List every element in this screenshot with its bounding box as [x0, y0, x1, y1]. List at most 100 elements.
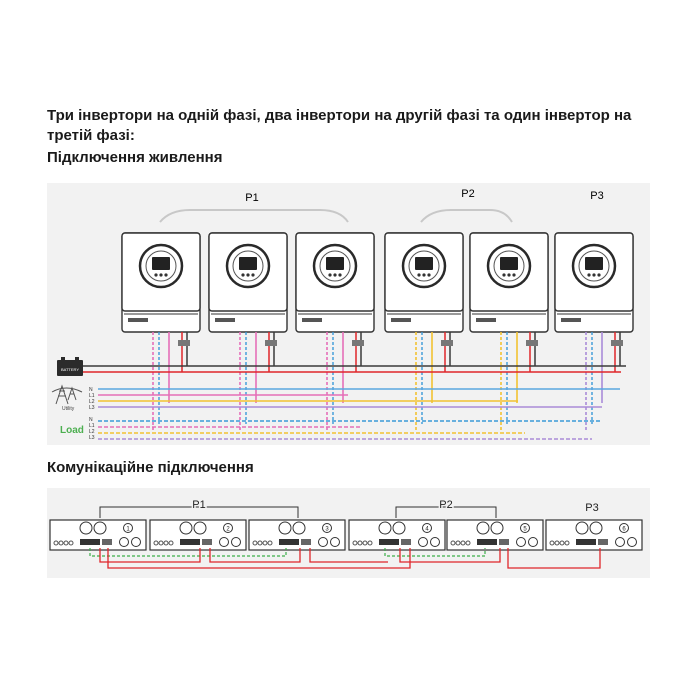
load-label: Load	[60, 425, 84, 436]
comm-connector	[279, 539, 299, 545]
comm-red-link-1-4	[107, 548, 411, 569]
comm-number-badge	[520, 523, 530, 533]
inverter-terminals	[128, 318, 148, 322]
inverter-button-2	[159, 273, 163, 277]
inverter-button-3	[512, 273, 516, 277]
load-l2-label: L2	[89, 429, 95, 435]
comm-connector-small	[202, 539, 212, 545]
inverter-terminals	[215, 318, 235, 322]
inverter-bat-breaker	[265, 340, 277, 346]
comm-led-3	[362, 540, 368, 546]
comm-round-port-b	[330, 537, 340, 547]
comm-round-port-b	[627, 537, 637, 547]
comm-led-1	[549, 540, 555, 546]
comm-connector	[180, 539, 200, 545]
inverter-lcd	[585, 257, 603, 270]
comm-unit-1: 1	[49, 519, 147, 551]
inverter-1	[121, 232, 201, 432]
comm-round-port-a	[516, 537, 526, 547]
comm-wires	[89, 548, 601, 569]
comm-unit-3: 3	[248, 519, 346, 551]
inverter-6	[554, 232, 634, 432]
inverter-4	[384, 232, 464, 432]
comm-p2-bracket	[395, 506, 497, 518]
comm-number-label: 5	[523, 527, 527, 533]
comm-port-b	[392, 521, 406, 535]
comm-round-port-a	[119, 537, 129, 547]
load-l3-label: L3	[89, 435, 95, 441]
comm-red-link-4-5	[399, 548, 501, 563]
comm-red-link-5-6	[507, 548, 601, 569]
comm-led-2	[357, 540, 363, 546]
comm-led-1	[153, 540, 159, 546]
comm-port-a	[476, 521, 490, 535]
comm-port-a	[278, 521, 292, 535]
comm-port-b	[193, 521, 207, 535]
comm-led-1	[252, 540, 258, 546]
comm-unit-6: 6	[545, 519, 643, 551]
grid-n-label: N	[89, 387, 93, 393]
comm-p1-label: P1	[192, 499, 205, 511]
load-l1-label: L1	[89, 423, 95, 429]
comm-led-4	[367, 540, 373, 546]
comm-connector-small	[598, 539, 608, 545]
comm-red-link-1-2	[99, 548, 201, 563]
comm-round-port-a	[615, 537, 625, 547]
inverter-button-1	[328, 273, 332, 277]
inverter-terminals	[391, 318, 411, 322]
battery: BATTERY	[57, 357, 83, 376]
comm-port-a	[575, 521, 589, 535]
comm-led-3	[63, 540, 69, 546]
comm-port-b	[589, 521, 603, 535]
inverter-lcd	[415, 257, 433, 270]
inverter-button-1	[241, 273, 245, 277]
comm-led-2	[455, 540, 461, 546]
comm-led-2	[257, 540, 263, 546]
comm-port-a	[179, 521, 193, 535]
comm-unit-5: 5	[446, 519, 544, 551]
grid-l2-label: L2	[89, 399, 95, 405]
comm-led-1	[352, 540, 358, 546]
inverter-bat-breaker	[178, 340, 190, 346]
comm-led-4	[267, 540, 273, 546]
inverter-button-1	[502, 273, 506, 277]
inverter-terminals	[302, 318, 322, 322]
inverter-button-2	[333, 273, 337, 277]
inverter-lcd	[326, 257, 344, 270]
comm-number-label: 4	[425, 527, 429, 533]
comm-number-label: 2	[226, 527, 230, 533]
comm-unit-4: 4	[348, 519, 446, 551]
comm-connector-small	[401, 539, 411, 545]
inverter-button-2	[246, 273, 250, 277]
inverter-bat-breaker	[611, 340, 623, 346]
comm-number-label: 6	[622, 527, 626, 533]
comm-round-port-b	[231, 537, 241, 547]
inverter-bat-breaker	[526, 340, 538, 346]
comm-led-2	[158, 540, 164, 546]
comm-led-2	[554, 540, 560, 546]
inverter-row	[121, 232, 634, 432]
power-section-heading: Підключення живлення	[47, 149, 223, 166]
comm-connector-small	[499, 539, 509, 545]
inverter-lcd	[239, 257, 257, 270]
comm-led-3	[163, 540, 169, 546]
inverter-lcd	[500, 257, 518, 270]
comm-number-badge	[223, 523, 233, 533]
inverter-button-1	[417, 273, 421, 277]
comm-p2-label: P2	[439, 499, 452, 511]
comm-red-link-2-3	[209, 548, 301, 563]
inverter-terminals	[476, 318, 496, 322]
comm-led-1	[53, 540, 59, 546]
p1-label: P1	[245, 192, 258, 204]
inverter-2	[208, 232, 288, 432]
inverter-terminals	[561, 318, 581, 322]
comm-led-3	[460, 540, 466, 546]
inverter-button-3	[338, 273, 342, 277]
comm-unit-row: 1 2 3 4 5 6	[49, 519, 643, 551]
utility-tower-icon	[51, 384, 83, 405]
comm-section-heading: Комунікаційне підключення	[47, 459, 254, 476]
inverter-lcd	[152, 257, 170, 270]
comm-p1-bracket	[99, 506, 299, 518]
comm-number-badge	[619, 523, 629, 533]
